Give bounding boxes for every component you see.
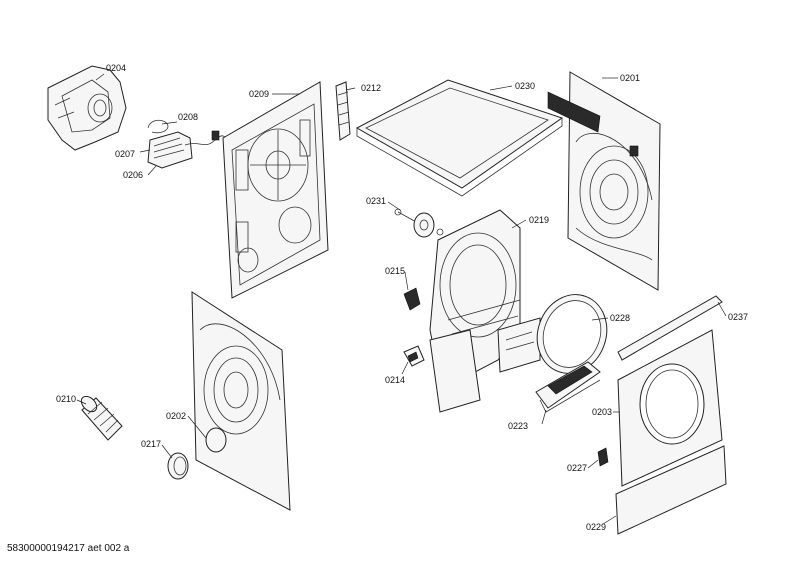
label-0223: 0223 [508,421,528,431]
label-0231: 0231 [366,196,386,206]
part-labels: 0204 0208 0207 0206 0209 0212 0230 0201 … [56,63,748,532]
label-0229: 0229 [586,522,606,532]
label-0206: 0206 [123,170,143,180]
drawing-number: 58300000194217 aet 002 a [7,543,130,554]
label-0228: 0228 [610,313,630,323]
label-0202: 0202 [166,411,186,421]
part-0201-side-panel [547,71,661,291]
part-0229-kick-plate [615,445,727,535]
leader-lines [76,73,727,525]
label-0210: 0210 [56,394,76,404]
part-0217-cap [167,452,189,480]
label-0215: 0215 [385,266,405,276]
part-0215-clip [403,287,421,311]
part-0228-door-seal [536,294,608,374]
part-0204-bracket [47,65,127,151]
part-0223-filter-tray [535,361,601,413]
label-0227: 0227 [567,463,587,473]
label-0217: 0217 [141,439,161,449]
label-0203: 0203 [592,407,612,417]
part-0212-rail [335,81,351,141]
part-0231-bearing [394,208,444,238]
label-0219: 0219 [529,215,549,225]
part-0230-top-cover [355,79,564,197]
label-0204: 0204 [106,63,126,73]
label-0208: 0208 [178,112,198,122]
label-0201: 0201 [620,73,640,83]
part-0208-clip [147,119,169,134]
label-0212: 0212 [361,83,381,93]
part-0237-trim-strip [617,295,723,361]
part-0209-rear-panel [222,81,329,299]
part-0219-drum-support [429,209,541,413]
part-0227-hinge [597,447,609,467]
label-0237: 0237 [728,312,748,322]
label-0230: 0230 [515,81,535,91]
part-0202-side-panel [191,291,291,511]
label-0207: 0207 [115,149,135,159]
part-0206-control-module [147,130,227,169]
label-0209: 0209 [249,89,269,99]
part-0203-front-panel [617,329,723,487]
part-0214-latch [403,345,425,367]
label-0214: 0214 [385,375,405,385]
part-0210-hose [80,395,123,441]
